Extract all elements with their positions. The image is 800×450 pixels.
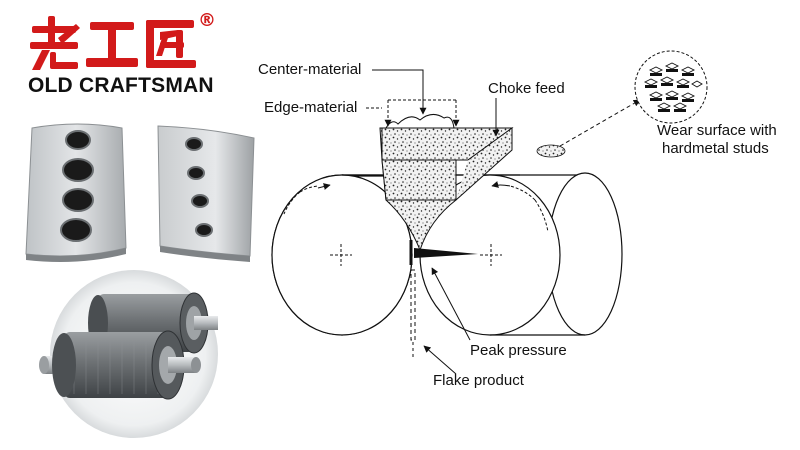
wear-surface-spot xyxy=(536,144,566,158)
label-wear-surface-line2: hardmetal studs xyxy=(662,140,769,157)
hardmetal-studs-detail xyxy=(634,50,708,124)
wear-plates-photo xyxy=(25,123,255,262)
choke-feed-box xyxy=(379,127,514,201)
flake-product xyxy=(410,269,416,360)
label-wear-surface-line1: Wear surface with xyxy=(657,122,777,139)
label-center-material: Center-material xyxy=(258,61,362,78)
material-profile-curve xyxy=(385,114,455,129)
roller-front xyxy=(39,330,201,400)
roller-pair-photo xyxy=(39,270,218,438)
peak-pressure-wedge xyxy=(414,248,478,258)
label-edge-material: Edge-material xyxy=(264,99,358,116)
brand-name-english: OLD CRAFTSMAN xyxy=(28,74,214,97)
left-roller-rotation-arrow xyxy=(283,191,301,215)
brand-logo-chinese xyxy=(30,16,196,70)
label-choke-feed: Choke feed xyxy=(488,80,565,97)
label-flake-product: Flake product xyxy=(433,372,524,389)
right-roller-rotation-arrow xyxy=(534,199,549,233)
label-peak-pressure: Peak pressure xyxy=(470,342,567,359)
registered-trademark-symbol: ® xyxy=(198,10,216,31)
